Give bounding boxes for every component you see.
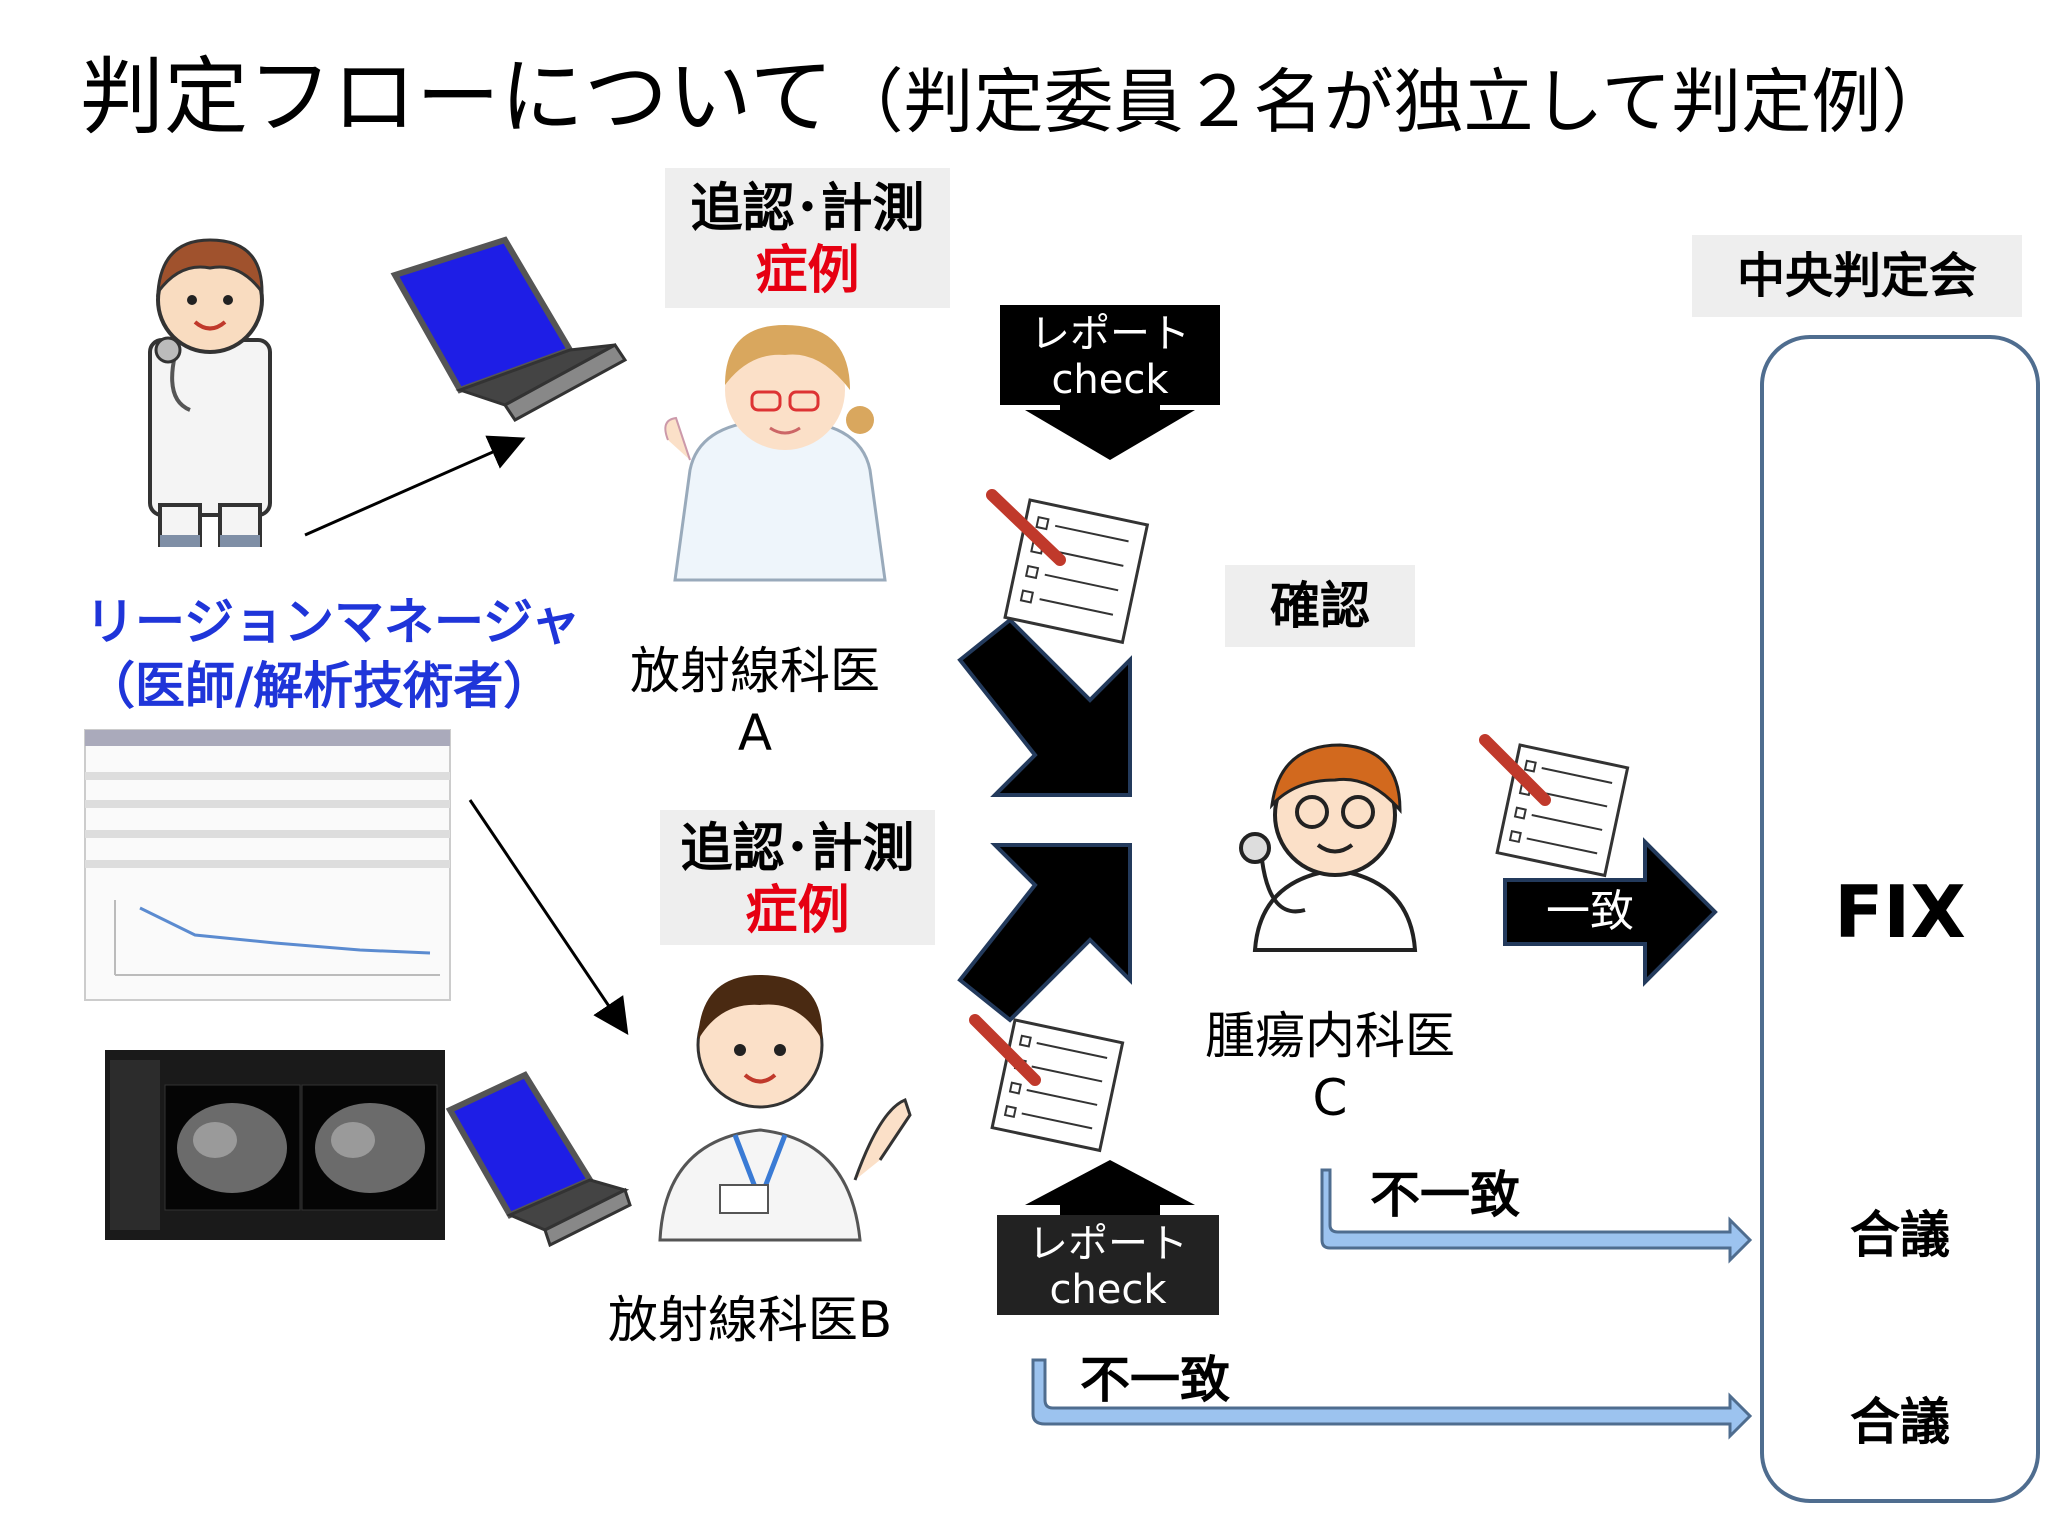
central-committee-label: 中央判定会 [1692,235,2022,317]
central-committee-box [1760,335,2040,1503]
report-check-top-line1: レポート [1030,311,1190,357]
laptop-icon [445,1071,632,1248]
reviewer-a-role: 放射線科医 A [610,640,900,764]
title-sub: （判定委員２名が独立して判定例） [833,61,1952,143]
reviewer-b-label-line2: 症例 [745,881,850,941]
disagree-arrow-2 [1031,1358,1753,1440]
reviewer-b-label: 追認･計測 症例 [660,810,935,945]
oncologist-role-line1: 腫瘍内科医 [1205,1007,1455,1065]
ct-scan-icon [105,1050,445,1240]
reviewer-a-label-line1: 追認･計測 [690,179,925,239]
disagree-arrow-1 [1320,1168,1753,1264]
reviewer-a-label-line2: 症例 [755,241,860,301]
fix-label: FIX [1834,870,1966,954]
reviewer-a-label: 追認･計測 症例 [665,168,950,308]
down-arrow-icon [1025,400,1195,460]
male-doctor-icon [658,975,912,1242]
reviewer-a-role-line1: 放射線科医 [630,642,880,700]
doctor-stethoscope-icon [148,238,272,547]
report-check-top-line2: check [1051,357,1169,403]
agree-label: 一致 [1546,886,1634,937]
confirm-label: 確認 [1225,565,1415,647]
arrow-b-to-c [957,843,1132,1023]
up-arrow-icon [1025,1160,1195,1215]
consult-label-1: 合議 [1850,1206,1950,1264]
region-manager-line2: （医師/解析技術者） [85,657,554,715]
disagree-label-1: 不一致 [1370,1166,1520,1224]
arrow-a-to-c [957,617,1132,797]
reviewer-a-role-line2: A [737,704,773,762]
report-check-top: レポート check [1000,305,1220,405]
reviewer-b-label-line1: 追認･計測 [680,819,915,879]
agree-arrow [1503,837,1718,987]
region-manager-label: リージョンマネージャ （医師/解析技術者） [85,590,581,718]
consult-label-2: 合議 [1850,1393,1950,1451]
report-check-bottom-line2: check [1049,1267,1167,1313]
checklist-pen-icon [990,1018,1125,1153]
oncologist-icon [1239,743,1418,952]
reviewer-b-role: 放射線科医B [607,1291,893,1349]
oncologist-role-line2: C [1312,1069,1348,1127]
page-title: 判定フローについて（判定委員２名が独立して判定例） [80,30,1951,151]
oncologist-role: 腫瘍内科医 C [1180,1005,1480,1129]
disagree-label-2: 不一致 [1080,1351,1230,1409]
title-main: 判定フローについて [80,48,834,146]
report-table-icon [84,729,451,1001]
report-check-bottom-line1: レポート [1028,1221,1188,1267]
region-manager-line1: リージョンマネージャ [85,593,581,651]
laptop-icon [390,236,628,422]
female-doctor-icon [664,325,887,582]
report-check-bottom: レポート check [997,1215,1219,1315]
